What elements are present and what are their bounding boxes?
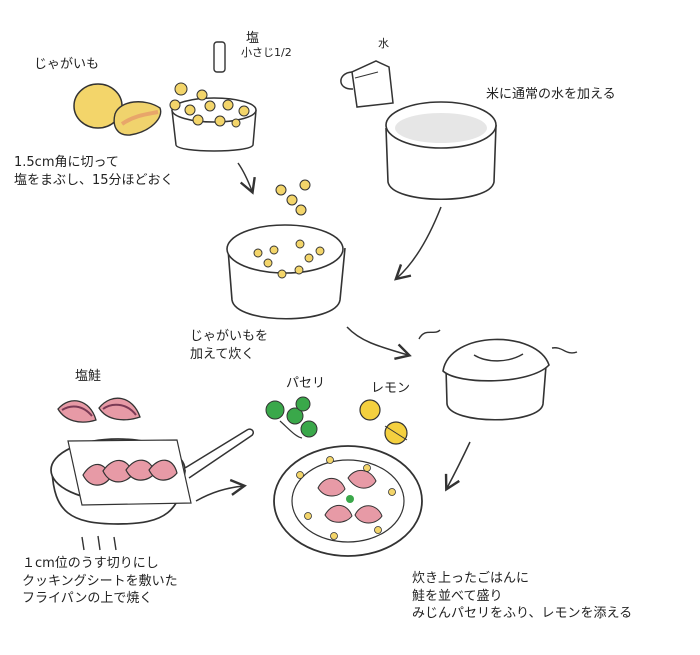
salt-spoon-illustration: [213, 41, 226, 73]
salmon-fillets-illustration: [57, 397, 141, 423]
salmon-step-label: １cm位のうす切りにし クッキングシートを敷いた フライパンの上で焼く: [22, 556, 178, 607]
potato-label: じゃがいも: [34, 57, 100, 72]
frying-pan-illustration: [50, 428, 254, 551]
lemon-label: レモン: [371, 381, 411, 396]
lemon-illustration: [359, 399, 408, 445]
steaming-pot-illustration: [418, 329, 578, 421]
potato-bowl-illustration: [169, 82, 257, 152]
parsley-label: パセリ: [286, 376, 326, 391]
salt-amount-label: 小さじ1/2: [241, 46, 292, 59]
water-pitcher-illustration: [340, 60, 394, 108]
finish-step-label: 炊き上ったごはんに 鮭を並べて盛り みじんパセリをふり、レモンを添える: [412, 571, 633, 622]
falling-potatoes-illustration: [275, 179, 311, 216]
water-step-label: 米に通常の水を加える: [486, 87, 616, 102]
rice-pot-illustration: [385, 101, 497, 200]
cooking-pot-illustration: [226, 224, 346, 320]
add-potato-step-label: じゃがいもを 加えて炊く: [190, 329, 269, 362]
salted-salmon-label: 塩鮭: [75, 369, 102, 384]
salt-label: 塩: [246, 31, 260, 46]
finished-plate-illustration: [273, 445, 423, 557]
water-label: 水: [378, 37, 389, 50]
parsley-illustration: [265, 396, 318, 439]
potato-illustration: [73, 83, 162, 136]
potato-step-label: 1.5cm角に切って 塩をまぶし、15分ほどおく: [14, 155, 174, 188]
step-arrows: [195, 162, 471, 502]
